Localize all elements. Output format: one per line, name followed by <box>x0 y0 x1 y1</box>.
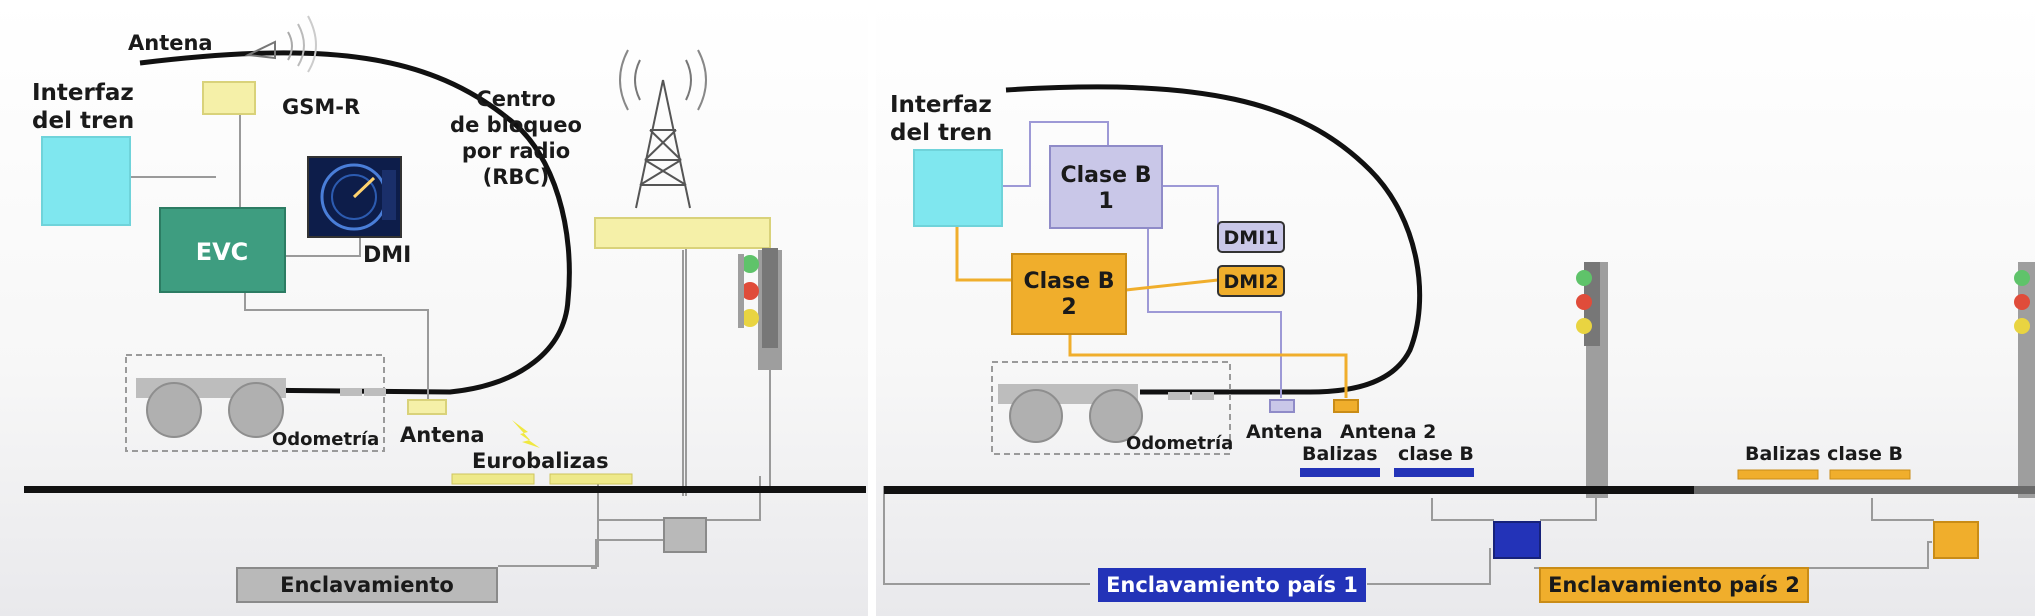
train-interface-box <box>41 136 131 226</box>
dmi-screen-icon <box>307 156 402 238</box>
antenna-bottom-label: Antena <box>400 423 485 447</box>
left-track <box>24 486 866 493</box>
interlocking-1-label: Enclavamiento país 1 <box>1106 573 1358 597</box>
interlocking-1-node <box>1493 521 1541 559</box>
right-signal-2 <box>2014 262 2035 498</box>
rbc-box <box>594 217 771 249</box>
interlocking-2-box <box>1539 567 1809 603</box>
class-b2-antenna <box>1333 399 1359 413</box>
lightning-icon <box>512 420 540 448</box>
dmi1-label: DMI1 <box>1224 227 1279 249</box>
balises-b1-label-part1: Balizas <box>1302 443 1378 465</box>
class-b2-box <box>1011 253 1127 335</box>
right-odometry-label: Odometría <box>1126 433 1233 454</box>
blue-balise-2 <box>1394 468 1474 477</box>
rbc-label-line4: (RBC) <box>483 165 550 189</box>
right-wheel-2 <box>1089 389 1143 443</box>
dmi1-box <box>1217 221 1285 253</box>
panel-divider <box>868 0 876 616</box>
right-panel: Interfaz del tren Clase B 1 Clase B 2 DM… <box>883 84 2035 603</box>
right-wheel-1 <box>1009 389 1063 443</box>
right-antenna2-label: Antena 2 <box>1340 421 1436 443</box>
orange-balise-2 <box>1829 469 1911 480</box>
left-panel-background <box>0 0 868 616</box>
odometry-sensor-2 <box>364 388 386 396</box>
right-train-interface-label-line2: del tren <box>890 120 992 146</box>
rbc-tower-icon <box>619 49 707 209</box>
right-antenna-label: Antena <box>1246 421 1323 443</box>
eurobalises-label: Eurobalizas <box>472 449 609 473</box>
right-train-interface-label-line1: Interfaz <box>890 92 992 118</box>
interlocking-box <box>236 567 498 603</box>
rbc-label-line2: de bloqueo <box>450 113 582 137</box>
odometry-frame <box>125 354 385 452</box>
interlocking-label: Enclavamiento <box>280 573 454 597</box>
odometry-sensor-1 <box>340 388 362 396</box>
antenna-top-label: Antena <box>128 31 213 55</box>
gsm-r-label: GSM-R <box>282 95 360 119</box>
train-interface-label-line1: Interfaz <box>32 80 134 106</box>
left-panel: Antena Interfaz del tren GSM-R <box>24 15 866 603</box>
dmi-label: DMI <box>363 243 411 268</box>
class-b1-label-line2: 1 <box>1098 189 1113 214</box>
right-train-interface-box <box>913 149 1003 227</box>
evc-label: EVC <box>196 238 249 266</box>
interlocking-2-label: Enclavamiento país 2 <box>1548 573 1800 597</box>
right-signal-1 <box>1576 262 1608 498</box>
train-interface-label-line2: del tren <box>32 108 134 134</box>
right-track-country-1 <box>884 486 1694 494</box>
rbc-label-line1: Centro <box>476 87 555 111</box>
orange-balise-1 <box>1737 469 1819 480</box>
class-b2-label-line2: 2 <box>1061 295 1076 320</box>
eurobalise-1 <box>451 473 535 485</box>
left-signal <box>738 248 782 370</box>
left-interlocking-node <box>663 517 707 553</box>
balises-b2-label: Balizas clase B <box>1745 443 1903 465</box>
right-track-country-2 <box>1694 486 2035 494</box>
balises-b1-label-part2: clase B <box>1398 443 1474 465</box>
gsm-r-box <box>202 81 256 115</box>
odometry-label: Odometría <box>272 429 379 450</box>
dmi2-label: DMI2 <box>1224 271 1279 293</box>
dmi2-box <box>1217 265 1285 297</box>
interlocking-1-box <box>1098 568 1366 602</box>
wheel-2 <box>228 382 284 438</box>
class-b1-antenna <box>1269 399 1295 413</box>
blue-balise-1 <box>1300 468 1380 477</box>
eurobalise-2 <box>549 473 633 485</box>
class-b2-label-line1: Clase B <box>1024 269 1115 294</box>
balise-antenna-box <box>407 399 447 415</box>
right-train-outline <box>1005 84 1423 395</box>
rbc-label-line3: por radio <box>462 139 570 163</box>
class-b2-connections <box>955 225 1348 398</box>
gsm-antenna-icon <box>244 15 317 73</box>
wheel-1 <box>146 382 202 438</box>
right-odometry-sensor-2 <box>1192 392 1214 400</box>
evc-box <box>159 207 286 293</box>
right-odometry-sensor-1 <box>1168 392 1190 400</box>
interlocking-2-node <box>1933 521 1979 559</box>
class-b1-box <box>1049 145 1163 229</box>
train-outline <box>139 50 572 395</box>
right-odometry-frame <box>991 361 1231 455</box>
class-b1-label-line1: Clase B <box>1061 163 1152 188</box>
